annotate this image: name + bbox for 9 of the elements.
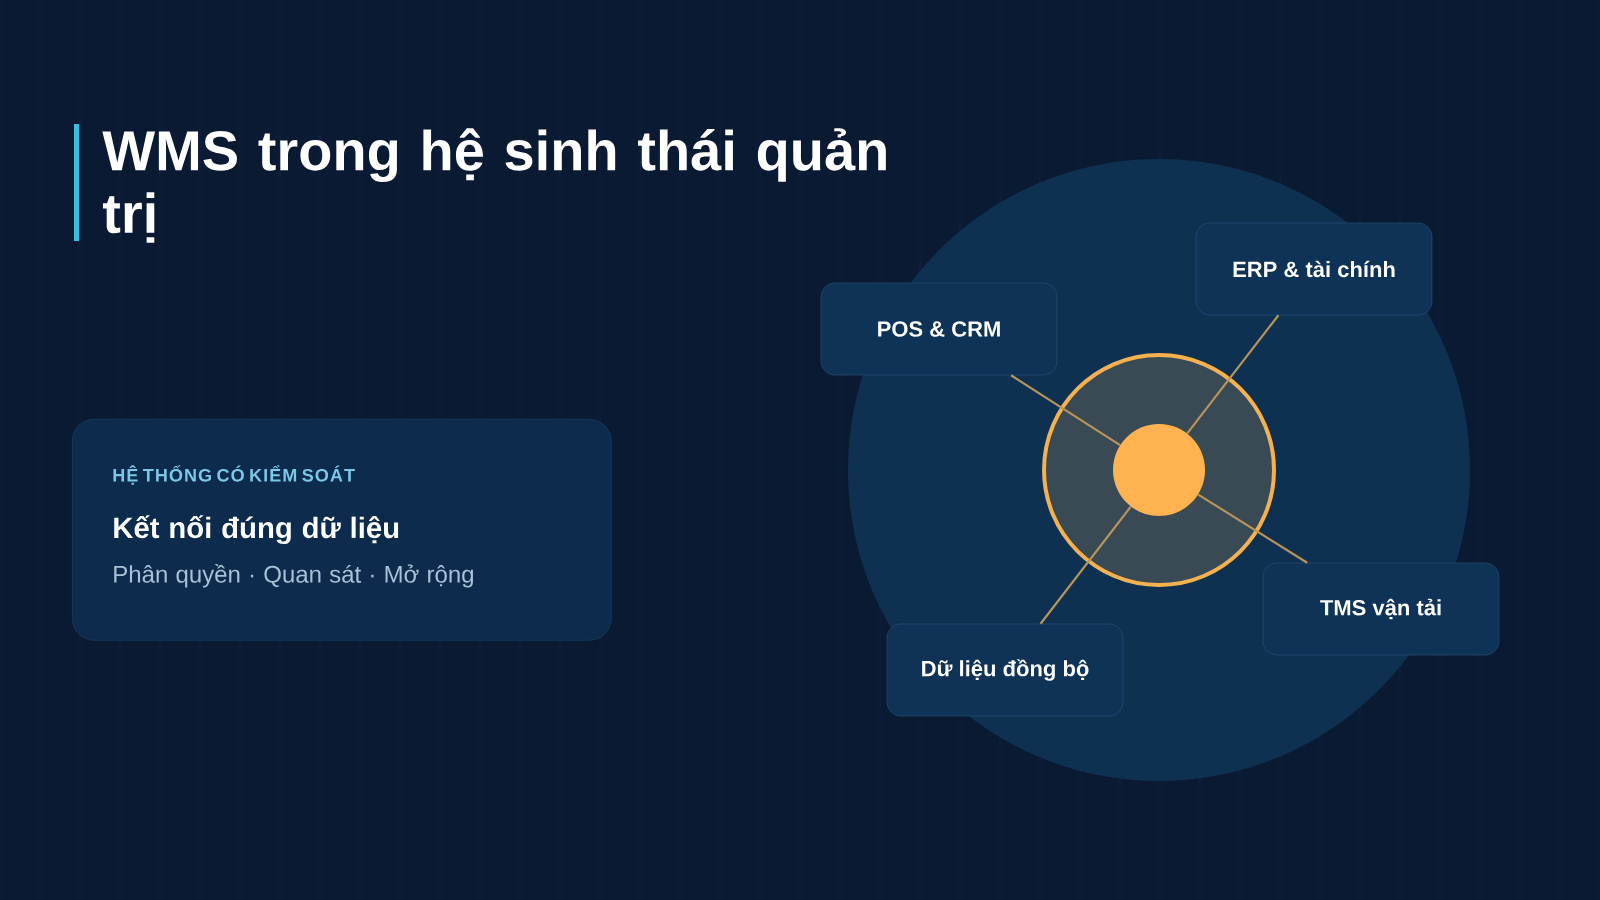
- connector-line: [1197, 493, 1308, 564]
- connector-line: [1039, 506, 1132, 625]
- title: WMS trong hệ sinh thái quản trị: [102, 128, 886, 243]
- info-card: HỆ THỐNG CÓ KIỂM SOÁT Kết nối đúng dữ liệu Phân quyền · Quan sát · Mở rộng: [72, 419, 612, 641]
- connector-line: [1186, 314, 1280, 435]
- connector-line: [1010, 374, 1121, 446]
- core-circle: [1113, 424, 1205, 516]
- system-box: TMS vận tải: [1262, 562, 1500, 656]
- system-box: POS & CRM: [820, 282, 1058, 376]
